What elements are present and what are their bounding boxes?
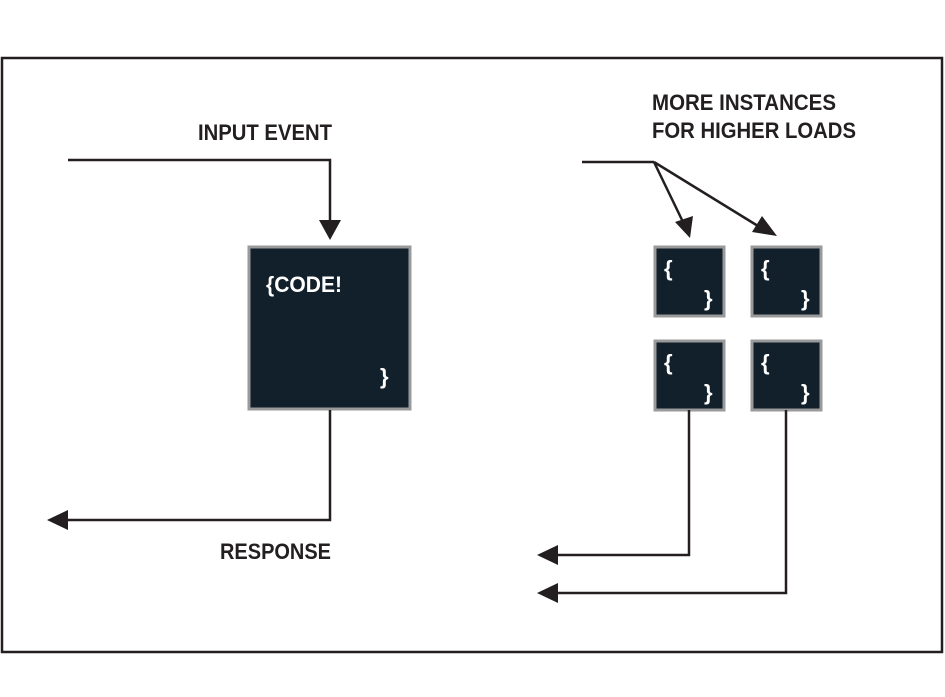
instance-box: { }: [750, 339, 823, 412]
instance-code-open: {: [664, 350, 673, 375]
fanout-arrowhead-2-icon: [752, 216, 777, 236]
function-box: [247, 245, 412, 411]
function-code-open: {CODE!: [266, 272, 342, 297]
instance-code-open: {: [761, 350, 770, 375]
response-arrow-line: [66, 410, 332, 522]
more-instances-label-line1: MORE INSTANCES: [652, 90, 836, 115]
response-line-1: [556, 410, 691, 557]
input-arrowhead-icon: [319, 220, 341, 240]
instance-code-close: }: [801, 286, 810, 311]
instance-code-open: {: [761, 256, 770, 281]
response-line-2: [556, 410, 788, 595]
instance-code-close: }: [704, 380, 713, 405]
response-arrowhead-icon: [47, 510, 68, 530]
instance-box: { }: [750, 245, 823, 318]
function-code-close: }: [380, 364, 389, 389]
response-label: RESPONSE: [220, 539, 331, 564]
instance-code-close: }: [801, 380, 810, 405]
response-arrowhead-1-icon: [537, 545, 558, 565]
input-event-label: INPUT EVENT: [198, 120, 333, 145]
instance-box: { }: [653, 245, 726, 318]
more-instances-label-line2: FOR HIGHER LOADS: [652, 118, 856, 143]
fanout-arrowhead-1-icon: [675, 216, 693, 238]
fanout-line-1: [652, 161, 685, 223]
diagram-frame: [0, 56, 944, 654]
instance-code-close: }: [704, 286, 713, 311]
fanout-line-2: [653, 160, 759, 228]
instance-box: { }: [653, 339, 726, 412]
instance-code-open: {: [664, 256, 673, 281]
input-event-arrow-line: [68, 158, 332, 222]
response-arrowhead-2-icon: [537, 583, 558, 603]
